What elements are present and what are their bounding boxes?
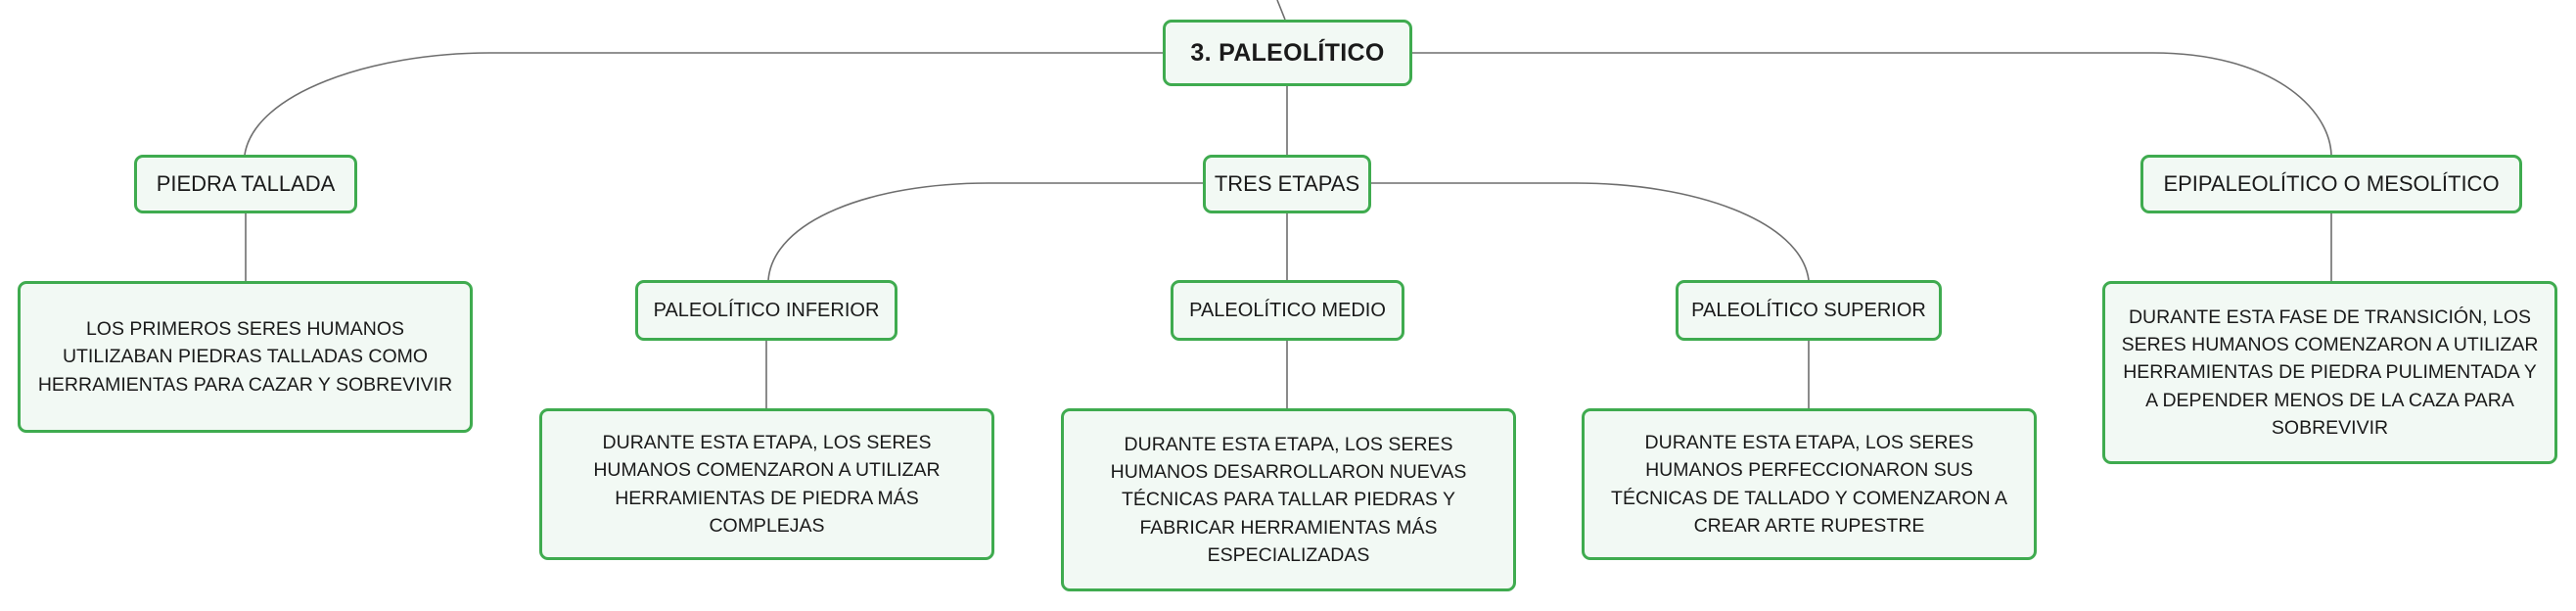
detail-node-superior[interactable]: DURANTE ESTA ETAPA, LOS SERES HUMANOS PE…	[1582, 408, 2037, 560]
detail-text-epipaleolitico: DURANTE ESTA FASE DE TRANSICIÓN, LOS SER…	[2121, 306, 2539, 439]
detail-node-inferior[interactable]: DURANTE ESTA ETAPA, LOS SERES HUMANOS CO…	[539, 408, 994, 560]
branch-label-tres-etapas: TRES ETAPAS	[1214, 171, 1360, 196]
detail-text-inferior: DURANTE ESTA ETAPA, LOS SERES HUMANOS CO…	[593, 431, 941, 537]
stage-label-medio: PALEOLÍTICO MEDIO	[1189, 299, 1386, 321]
branch-label-piedra-tallada: PIEDRA TALLADA	[156, 171, 336, 196]
connector-parent-root	[1276, 0, 1286, 21]
detail-text-superior: DURANTE ESTA ETAPA, LOS SERES HUMANOS PE…	[1611, 431, 2007, 537]
detail-node-medio[interactable]: DURANTE ESTA ETAPA, LOS SERES HUMANOS DE…	[1061, 408, 1516, 591]
detail-node-piedra-tallada[interactable]: LOS PRIMEROS SERES HUMANOS UTILIZABAN PI…	[18, 281, 473, 433]
detail-text-medio: DURANTE ESTA ETAPA, LOS SERES HUMANOS DE…	[1110, 433, 1467, 566]
branch-node-piedra-tallada[interactable]: PIEDRA TALLADA	[134, 155, 357, 213]
branch-label-epipaleolitico: EPIPALEOLÍTICO O MESOLÍTICO	[2163, 171, 2500, 196]
branch-node-tres-etapas[interactable]: TRES ETAPAS	[1203, 155, 1371, 213]
connector-root-epipaleolitico	[1412, 52, 2332, 156]
root-label: 3. PALEOLÍTICO	[1190, 38, 1385, 67]
stage-node-medio[interactable]: PALEOLÍTICO MEDIO	[1171, 280, 1404, 341]
connector-tres-etapas-superior	[1371, 182, 1810, 281]
connector-tres-etapas-inferior	[767, 182, 1203, 281]
branch-node-epipaleolitico[interactable]: EPIPALEOLÍTICO O MESOLÍTICO	[2140, 155, 2522, 213]
detail-text-piedra-tallada: LOS PRIMEROS SERES HUMANOS UTILIZABAN PI…	[37, 318, 453, 396]
connector-root-piedra-tallada	[244, 52, 1163, 156]
stage-label-inferior: PALEOLÍTICO INFERIOR	[653, 299, 880, 321]
root-node[interactable]: 3. PALEOLÍTICO	[1163, 20, 1412, 86]
stage-node-superior[interactable]: PALEOLÍTICO SUPERIOR	[1676, 280, 1942, 341]
stage-node-inferior[interactable]: PALEOLÍTICO INFERIOR	[635, 280, 897, 341]
stage-label-superior: PALEOLÍTICO SUPERIOR	[1691, 299, 1926, 321]
detail-node-epipaleolitico[interactable]: DURANTE ESTA FASE DE TRANSICIÓN, LOS SER…	[2102, 281, 2557, 464]
